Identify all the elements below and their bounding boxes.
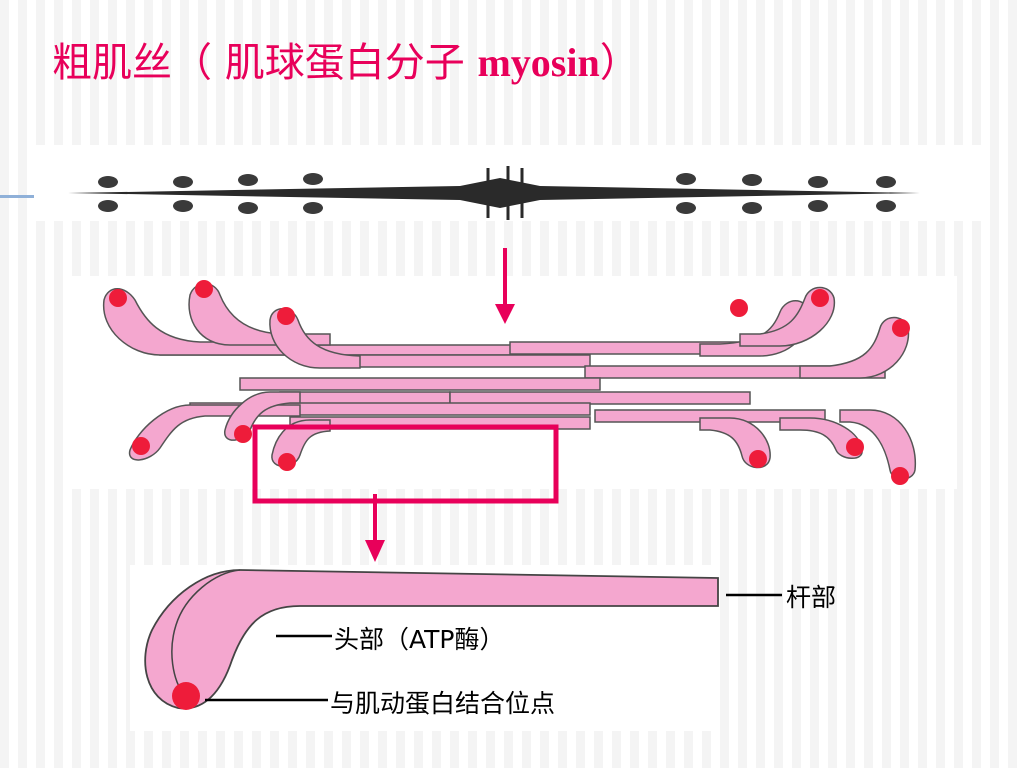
title-chinese: 粗肌丝（ 肌球蛋白分子 <box>52 40 478 86</box>
binding-site-dots <box>109 280 910 485</box>
single-myosin-molecule <box>144 569 719 710</box>
binding-site-dot <box>172 682 200 710</box>
accent-line <box>0 195 34 198</box>
title-close-paren: ） <box>599 40 640 86</box>
rod-label: 杆部 <box>786 583 837 612</box>
title-english: myosin <box>477 40 600 85</box>
arrow-down-1 <box>495 248 515 324</box>
myosin-bundle <box>103 283 917 480</box>
thick-filament <box>68 166 920 220</box>
arrow-down-2 <box>365 494 385 562</box>
slide-title: 粗肌丝（ 肌球蛋白分子 myosin） <box>52 30 640 88</box>
head-label: 头部（ATP酶） <box>334 625 505 654</box>
highlight-box <box>252 424 559 504</box>
binding-site-label: 与肌动蛋白结合位点 <box>330 689 556 718</box>
